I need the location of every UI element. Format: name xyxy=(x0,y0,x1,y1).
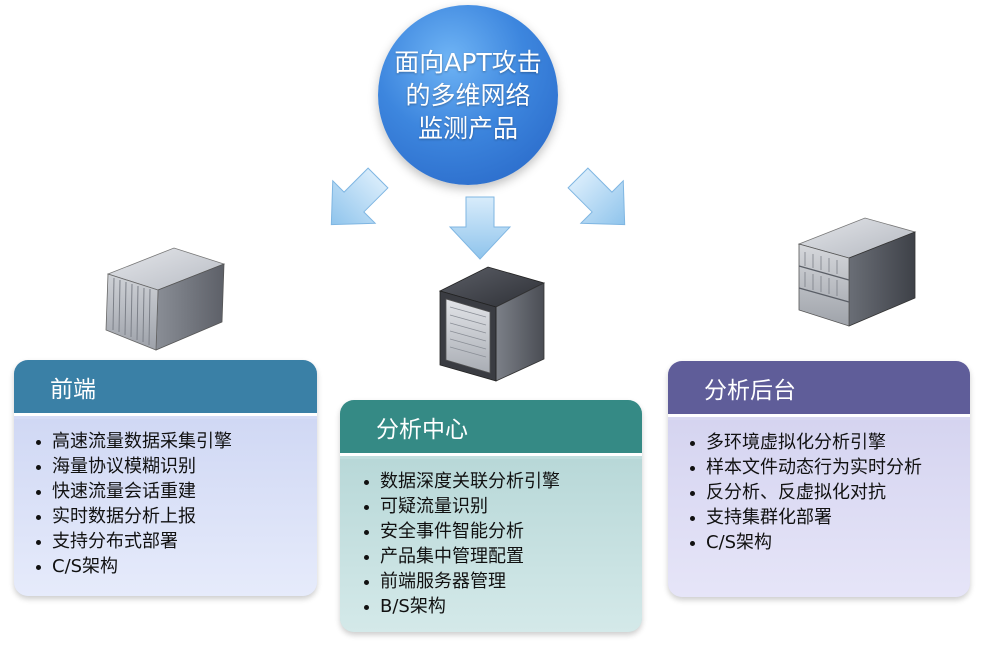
analysis-backend-feature-list: 多环境虚拟化分析引擎 样本文件动态行为实时分析 反分析、反虚拟化对抗 支持集群化… xyxy=(688,430,970,555)
list-item: B/S架构 xyxy=(362,594,642,619)
analysis-center-panel: 分析中心 数据深度关联分析引擎 可疑流量识别 安全事件智能分析 产品集中管理配置… xyxy=(340,400,642,632)
analysis-center-panel-title: 分析中心 xyxy=(340,400,642,456)
center-title-line-3: 监测产品 xyxy=(417,113,518,143)
arrow-middle xyxy=(448,196,512,260)
list-item: 快速流量会话重建 xyxy=(34,479,317,504)
analysis-center-panel-body: 数据深度关联分析引擎 可疑流量识别 安全事件智能分析 产品集中管理配置 前端服务… xyxy=(340,459,642,632)
center-title-line-1: 面向APT攻击 xyxy=(394,47,542,77)
analysis-backend-panel-body: 多环境虚拟化分析引擎 样本文件动态行为实时分析 反分析、反虚拟化对抗 支持集群化… xyxy=(668,420,970,597)
frontend-panel-title: 前端 xyxy=(14,360,317,416)
analysis-center-feature-list: 数据深度关联分析引擎 可疑流量识别 安全事件智能分析 产品集中管理配置 前端服务… xyxy=(362,469,642,619)
frontend-panel-body: 高速流量数据采集引擎 海量协议模糊识别 快速流量会话重建 实时数据分析上报 支持… xyxy=(14,419,317,596)
list-item: 反分析、反虚拟化对抗 xyxy=(688,480,970,505)
list-item: C/S架构 xyxy=(34,554,317,579)
tower-server-icon xyxy=(438,266,546,382)
center-circle: 面向APT攻击 的多维网络 监测产品 xyxy=(378,5,558,185)
list-item: 实时数据分析上报 xyxy=(34,504,317,529)
list-item: C/S架构 xyxy=(688,530,970,555)
list-item: 高速流量数据采集引擎 xyxy=(34,429,317,454)
list-item: 支持集群化部署 xyxy=(688,505,970,530)
list-item: 可疑流量识别 xyxy=(362,494,642,519)
list-item: 前端服务器管理 xyxy=(362,569,642,594)
frontend-feature-list: 高速流量数据采集引擎 海量协议模糊识别 快速流量会话重建 实时数据分析上报 支持… xyxy=(34,429,317,579)
list-item: 数据深度关联分析引擎 xyxy=(362,469,642,494)
blade-server-icon xyxy=(105,247,226,351)
list-item: 多环境虚拟化分析引擎 xyxy=(688,430,970,455)
list-item: 样本文件动态行为实时分析 xyxy=(688,455,970,480)
arrow-right xyxy=(567,167,626,226)
frontend-panel: 前端 高速流量数据采集引擎 海量协议模糊识别 快速流量会话重建 实时数据分析上报… xyxy=(14,360,317,596)
list-item: 安全事件智能分析 xyxy=(362,519,642,544)
analysis-backend-panel-title: 分析后台 xyxy=(668,361,970,417)
analysis-backend-panel: 分析后台 多环境虚拟化分析引擎 样本文件动态行为实时分析 反分析、反虚拟化对抗 … xyxy=(668,361,970,597)
center-title-line-2: 的多维网络 xyxy=(405,80,531,110)
list-item: 支持分布式部署 xyxy=(34,529,317,554)
arrow-left xyxy=(330,167,389,226)
list-item: 海量协议模糊识别 xyxy=(34,454,317,479)
list-item: 产品集中管理配置 xyxy=(362,544,642,569)
rack-server-icon xyxy=(797,217,917,327)
